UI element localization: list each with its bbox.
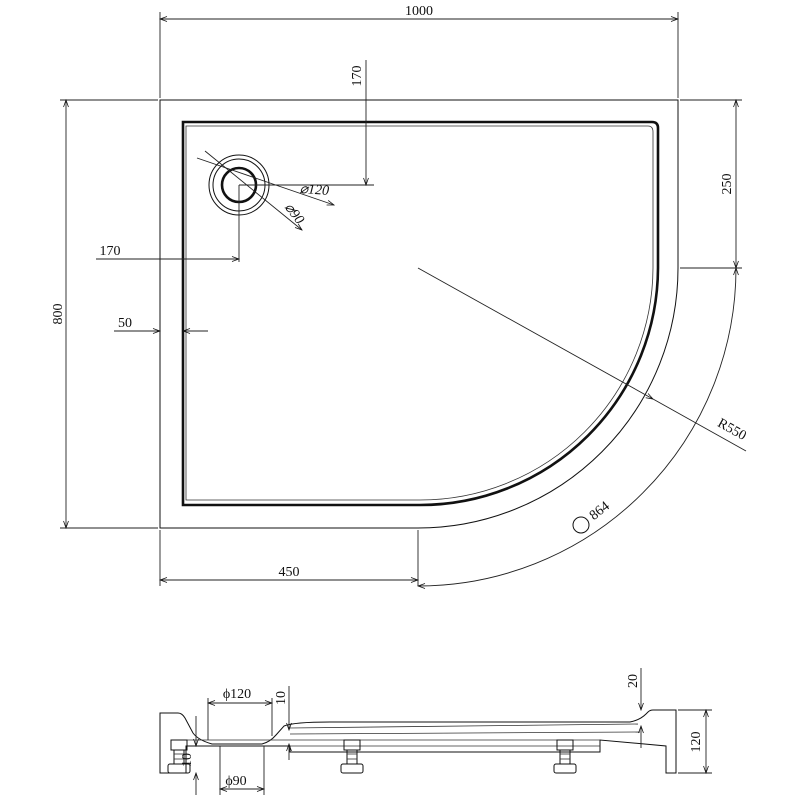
drain-inner-leader [204, 150, 302, 230]
foot-left [167, 739, 191, 774]
drain-outer-dia-label: ⌀120 [299, 182, 329, 199]
side-drain-outer-label: ϕ120 [223, 687, 251, 702]
tray-side-profile [159, 709, 677, 774]
side-total-height-label: 120 [689, 732, 704, 753]
dim-drain-top-label: 170 [350, 66, 365, 87]
side-rim-height-label: 20 [626, 674, 641, 688]
tray-outer-outline [159, 99, 679, 529]
arc-length-symbol [572, 516, 590, 534]
foot-right [553, 739, 577, 774]
radius-leader-tail [652, 398, 747, 452]
dim-width-label: 1000 [405, 4, 433, 19]
dim-straight-side-label: 250 [720, 174, 735, 195]
side-drain-inner-label: ϕ90 [225, 774, 246, 789]
dim-rim-label: 50 [118, 316, 132, 331]
dim-depth-label: 800 [51, 304, 66, 325]
side-foot-height-label: 10 [180, 753, 195, 767]
dim-arc-length [418, 268, 736, 586]
drain-inner-dia-label: ⌀90 [281, 200, 307, 227]
dim-drain-left-label: 170 [100, 244, 121, 259]
tray-surface-line-2 [289, 731, 641, 735]
dim-radius-label: R550 [715, 416, 749, 444]
radius-leader [417, 267, 653, 399]
foot-middle [340, 739, 364, 774]
plan-view: 1000 800 170 170 50 250 450 864 R55 [51, 4, 749, 586]
dim-arc-length-label: 864 [587, 499, 613, 524]
drain-outer-leader [196, 157, 334, 205]
side-drain-depth-label: 10 [274, 691, 289, 705]
tray-surface-line-1 [289, 723, 639, 729]
side-view: ϕ120 ϕ90 10 10 20 120 [159, 668, 712, 795]
dim-straight-front-label: 450 [279, 565, 300, 580]
